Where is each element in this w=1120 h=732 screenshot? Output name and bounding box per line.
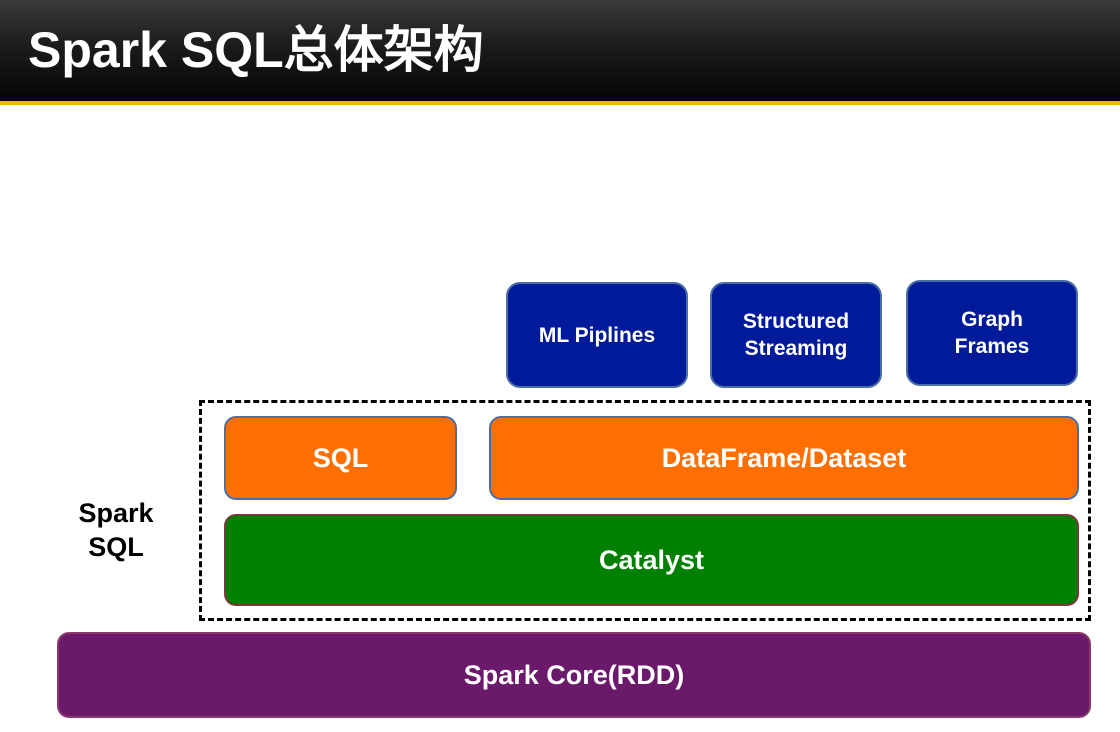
dataframe-dataset-label: DataFrame/Dataset — [661, 442, 907, 473]
title-bar — [0, 0, 1120, 101]
spark-core-box: Spark Core(RDD) — [57, 632, 1091, 718]
dataframe-dataset-box: DataFrame/Dataset — [489, 416, 1079, 500]
graph-frames-label-line2: Frames — [954, 335, 1030, 358]
ml-piplines-box: ML Piplines — [506, 282, 688, 388]
sql-box: SQL — [224, 416, 457, 500]
spark-sql-label-line2: SQL — [88, 532, 144, 562]
graph-frames-label-line1: Graph — [961, 308, 1023, 331]
spark-sql-group-border — [199, 400, 1091, 621]
spark-sql-group-label: Spark SQL — [56, 496, 176, 564]
structured-streaming-label-line1: Structured — [742, 310, 850, 333]
spark-sql-label-line1: Spark — [78, 498, 154, 528]
structured-streaming-label-line2: Streaming — [744, 337, 848, 360]
sql-label: SQL — [312, 442, 369, 473]
slide-title: Spark SQL总体架构 — [28, 22, 484, 78]
catalyst-box: Catalyst — [224, 514, 1079, 606]
title-underline — [0, 101, 1120, 105]
catalyst-label: Catalyst — [598, 544, 705, 575]
spark-core-label: Spark Core(RDD) — [463, 659, 685, 690]
graph-frames-box: Graph Frames — [906, 280, 1078, 386]
structured-streaming-box: Structured Streaming — [710, 282, 882, 388]
ml-piplines-label: ML Piplines — [538, 323, 656, 347]
